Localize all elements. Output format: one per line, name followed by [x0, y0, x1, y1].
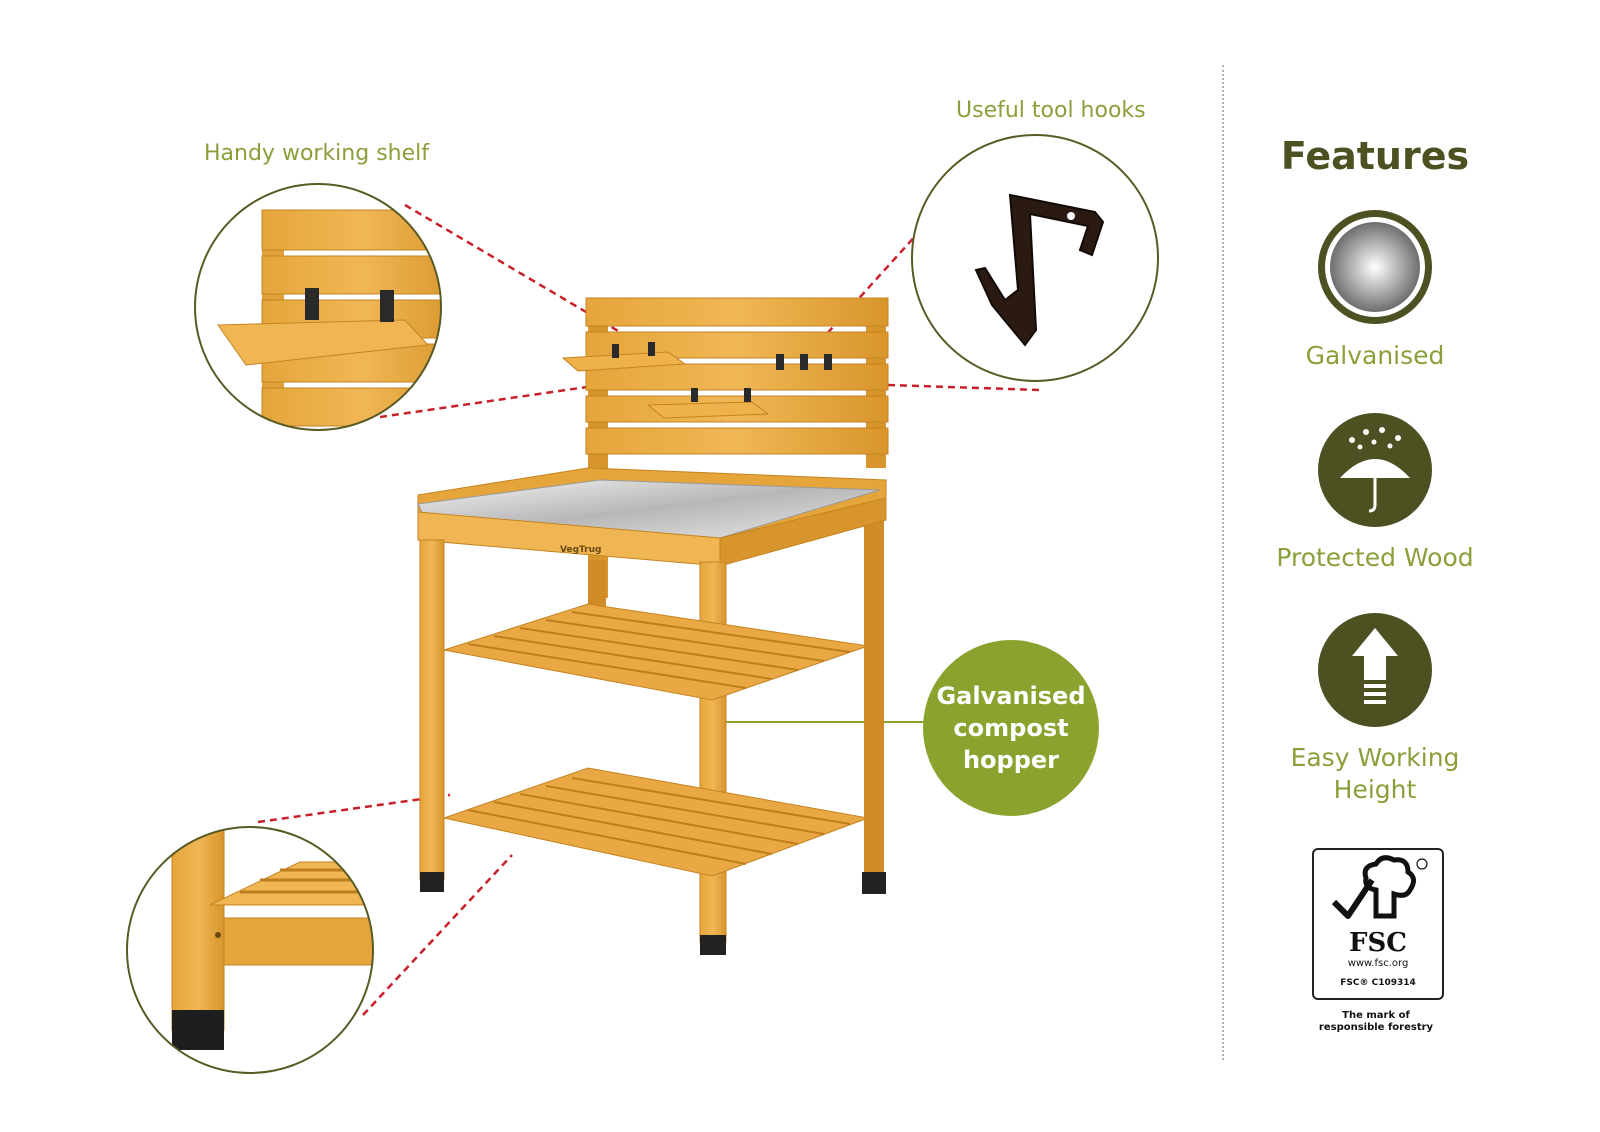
fsc-license-code: FSC® C109314 [1340, 978, 1416, 988]
leader-lines [257, 203, 1041, 1016]
hopper-badge: Galvanised compost hopper [923, 640, 1099, 816]
hopper-badge-line3: hopper [962, 746, 1060, 774]
potting-bench: VegTrug [417, 297, 889, 955]
brand-mark: VegTrug [560, 545, 601, 555]
feature-label-working-height-line1: Easy Working [1290, 743, 1460, 772]
leader-leg-top [257, 793, 451, 824]
upper-working-shelf [561, 351, 687, 372]
fsc-tree-check-icon [1331, 855, 1428, 919]
feature-label-protected-wood: Protected Wood [1276, 543, 1474, 572]
leader-leg-bottom [362, 854, 513, 1016]
zoom-circle-leg [126, 826, 374, 1074]
lower-working-shelf [646, 401, 770, 419]
galvanised-disc-icon [1318, 210, 1432, 324]
bench-hooks [612, 342, 832, 402]
hopper-badge-line1: Galvanised [936, 682, 1086, 710]
hopper-badge-line2: compost [953, 714, 1069, 742]
up-arrow-icon [1318, 613, 1432, 727]
fsc-tagline-line1: The mark of [1342, 1010, 1410, 1021]
fsc-word: FSC [1349, 928, 1407, 958]
middle-slatted-shelf [443, 603, 869, 701]
zoom-circle-hook [911, 134, 1159, 382]
leader-shelf-bottom [379, 378, 636, 419]
zoom-circle-shelf [194, 183, 442, 431]
panel-divider [1222, 65, 1224, 1060]
fsc-logo: FSC www.fsc.org FSC® C109314 [1312, 848, 1444, 1000]
callout-hooks: Useful tool hooks [956, 98, 1146, 123]
feature-label-working-height: Easy Working Height [1240, 742, 1510, 806]
umbrella-rain-icon [1318, 413, 1432, 527]
fsc-tagline-line2: responsible forestry [1318, 1022, 1434, 1033]
fsc-tagline: The mark of responsible forestry [1290, 1010, 1462, 1034]
leader-hooks-top [804, 211, 938, 359]
feature-label-working-height-line2: Height [1333, 775, 1417, 804]
fsc-url: www.fsc.org [1347, 958, 1409, 969]
leader-hooks-right [887, 383, 1041, 392]
feature-label-galvanised: Galvanised [1305, 341, 1445, 370]
bottom-slatted-shelf [442, 767, 870, 877]
leader-shelf-top [404, 203, 626, 337]
s-hook-icon [974, 193, 1105, 347]
features-title: Features [1280, 134, 1470, 178]
callout-shelf: Handy working shelf [204, 141, 429, 166]
